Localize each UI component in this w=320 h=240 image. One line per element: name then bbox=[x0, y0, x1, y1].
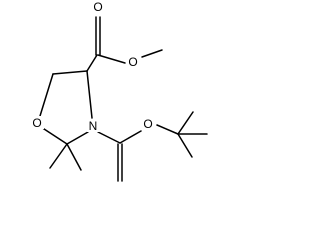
bond-c2-methyl-a bbox=[49, 143, 68, 169]
atom-label-o: O bbox=[143, 117, 152, 131]
bond-c4-ester-carbon bbox=[86, 54, 98, 72]
atom-o-boc-single: O bbox=[142, 117, 155, 131]
bond-boc-c-o bbox=[119, 130, 142, 144]
atom-label-o: O bbox=[93, 0, 102, 14]
bond-n3-c4 bbox=[86, 70, 93, 119]
bond-c5-c4 bbox=[52, 70, 88, 75]
atom-label-n: N bbox=[89, 119, 98, 133]
atom-n-ring: N bbox=[87, 119, 100, 133]
structure-diagram: O O O N O bbox=[31, 0, 208, 182]
atom-o-ester-single: O bbox=[127, 55, 139, 69]
bond-ester-o-methyl bbox=[141, 49, 163, 58]
bond-c5-o1 bbox=[39, 73, 54, 117]
bond-boc-o-cquat bbox=[156, 124, 179, 135]
atom-labels: O O O N O bbox=[31, 0, 155, 133]
bond-c2-methyl-b bbox=[66, 143, 82, 171]
atom-o-ring: O bbox=[31, 116, 44, 130]
bond-cquat-methyl-down bbox=[177, 133, 193, 158]
bond-o1-c2 bbox=[40, 126, 68, 145]
bond-n-boc-carbon bbox=[97, 131, 121, 144]
bond-cquat-methyl-up bbox=[177, 111, 194, 135]
bond-ester-c-o bbox=[97, 54, 126, 64]
atom-o-ester-carbonyl: O bbox=[92, 0, 104, 14]
atom-label-o: O bbox=[32, 116, 41, 130]
bond-c2-n3 bbox=[66, 131, 89, 145]
atom-label-o: O bbox=[128, 55, 137, 69]
bonds bbox=[39, 16, 208, 182]
